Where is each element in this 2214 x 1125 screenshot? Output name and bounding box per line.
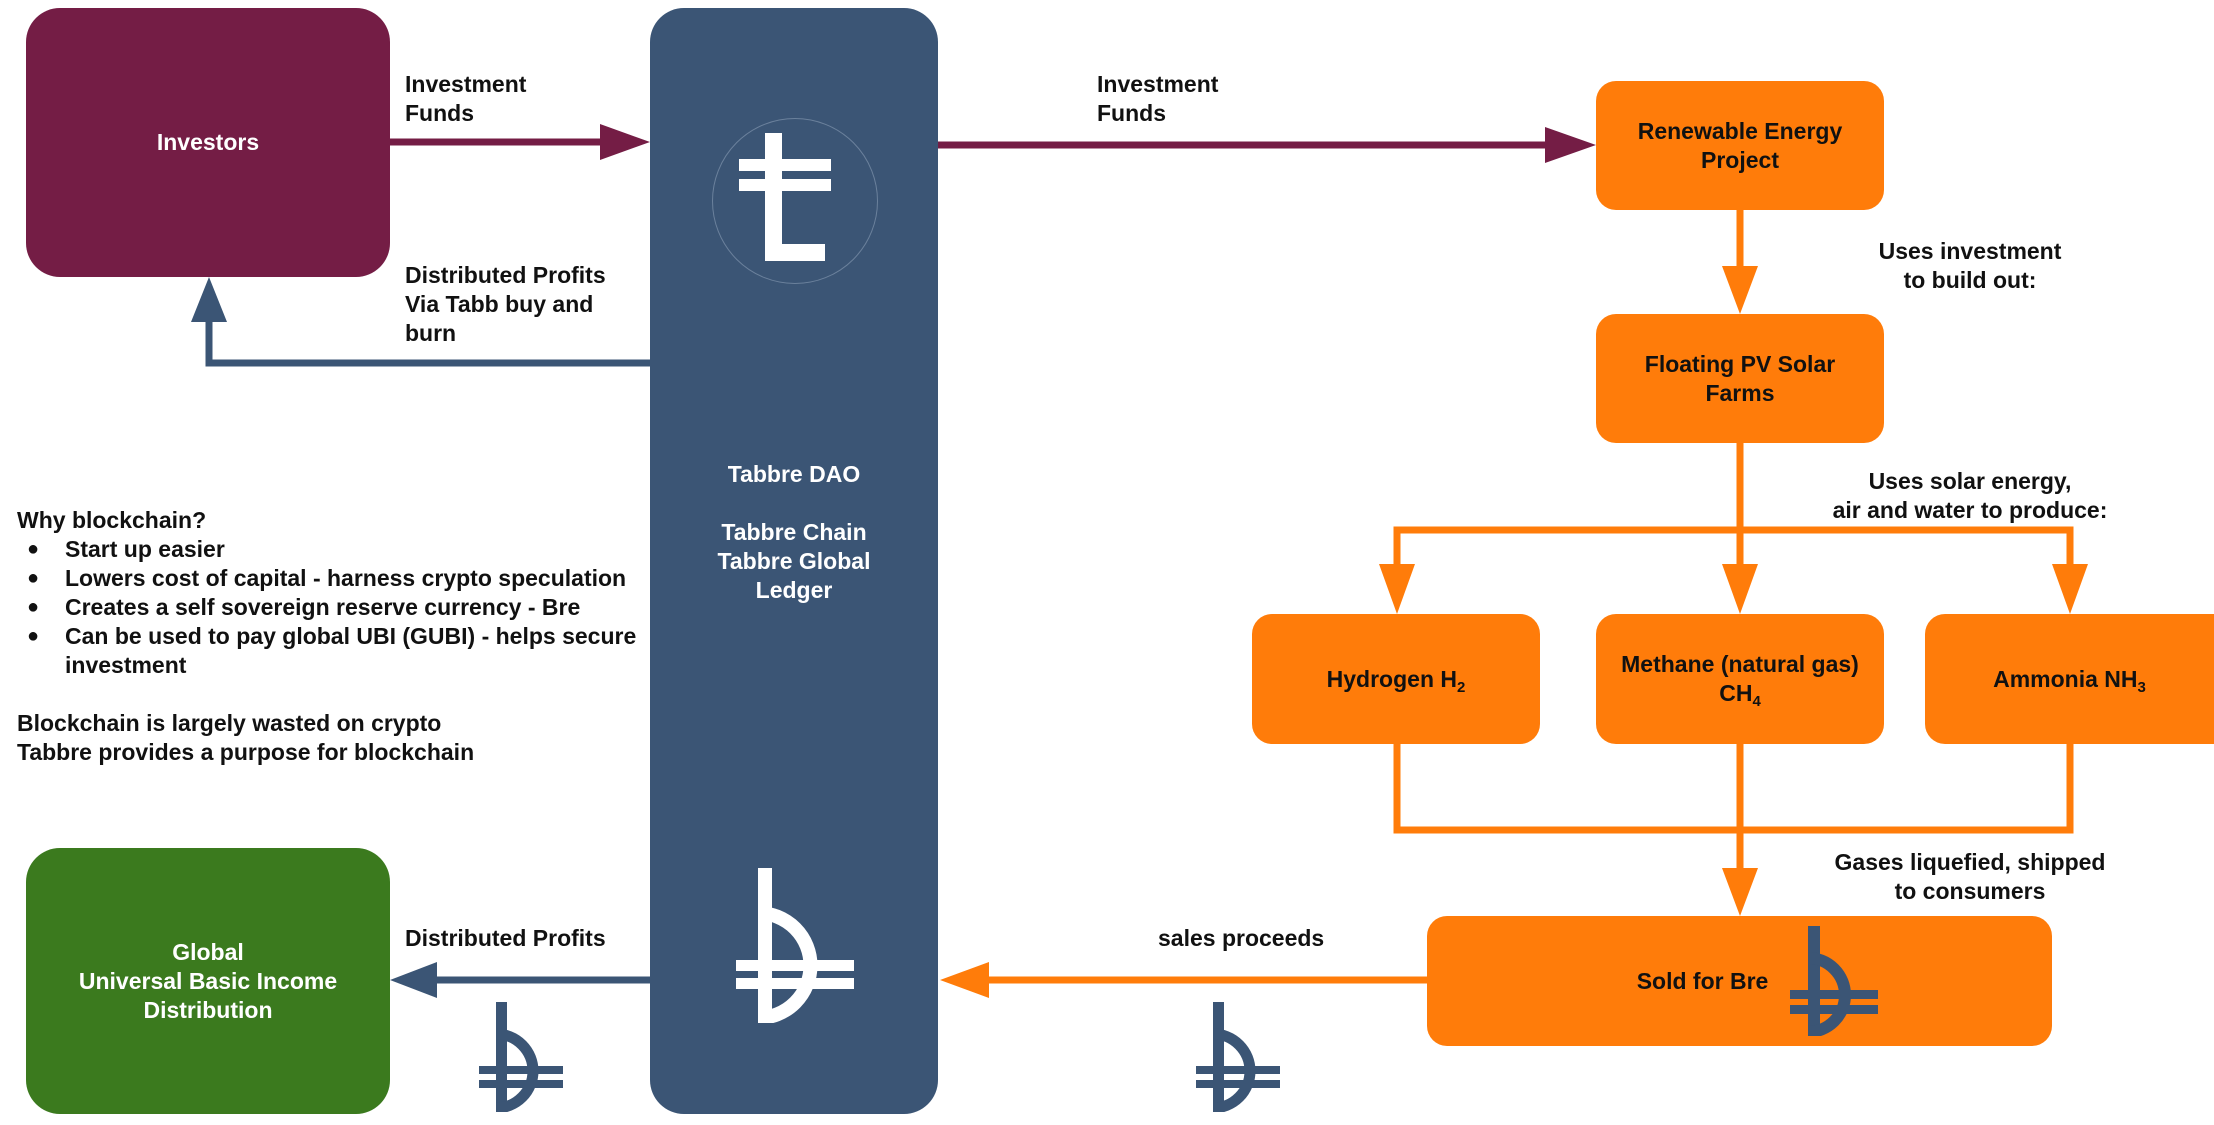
ubi-line-3: Distribution (143, 996, 273, 1023)
sold-for-bre-box: Sold for Bre (1427, 916, 2052, 1046)
investors-to-dao-arrow (390, 124, 650, 160)
label-line: Funds (1097, 100, 1166, 126)
label-line: Uses solar energy, (1868, 468, 2072, 494)
why-footer-2: Tabbre provides a purpose for blockchain (17, 739, 475, 765)
investors-box: Investors (26, 8, 390, 277)
dao-text: Tabbre DAO Tabbre Chain Tabbre Global Le… (650, 460, 938, 605)
tabb-t-logo (712, 118, 878, 284)
label-line: Gases liquefied, shipped (1834, 849, 2106, 875)
dao-to-project-arrow (938, 127, 1596, 163)
hydrogen-box: Hydrogen H2 (1252, 614, 1540, 744)
dao-title: Tabbre DAO (727, 461, 861, 487)
project-line-1: Renewable Energy (1637, 117, 1843, 144)
label-line: Uses investment (1878, 238, 2062, 264)
ubi-line-2: Universal Basic Income (78, 967, 338, 994)
methane-line-1: Methane (natural gas) (1621, 651, 1859, 677)
why-heading: Why blockchain? (17, 507, 207, 533)
dao-to-ubi-arrow (390, 962, 650, 998)
ubi-line-1: Global (172, 938, 244, 965)
uses-investment-label: Uses investment to build out: (1830, 237, 2110, 295)
solar-to-gases-arrows (1379, 443, 2088, 614)
label-line: Investment (1097, 71, 1219, 97)
investors-label: Investors (156, 129, 260, 155)
sold-coin-icon (1790, 926, 1879, 1036)
list-item: Start up easier (17, 535, 637, 564)
investment-funds-label-right: Investment Funds (1097, 70, 1218, 128)
dao-to-investors-profit-arrow (191, 277, 650, 367)
label-line: Via Tabb buy and (405, 291, 594, 317)
ammonia-subscript: 3 (2137, 678, 2146, 696)
dao-chain: Tabbre Chain (721, 519, 867, 545)
solar-line-2: Farms (1705, 379, 1775, 406)
gases-liquefied-label: Gases liquefied, shipped to consumers (1810, 848, 2130, 906)
hydrogen-label: Hydrogen H2 (1326, 665, 1466, 696)
tabb-t-logo-icon (739, 133, 831, 261)
project-to-solar-arrow (1722, 210, 1758, 314)
investment-funds-label-left: Investment Funds (405, 70, 526, 128)
list-item: Lowers cost of capital - harness crypto … (17, 564, 637, 593)
label-line: burn (405, 320, 457, 346)
label-line: Distributed Profits (405, 262, 606, 288)
dao-ledger-2: Ledger (755, 577, 833, 603)
label-line: Investment (405, 71, 527, 97)
ubi-distribution-box: Global Universal Basic Income Distributi… (26, 848, 390, 1114)
uses-solar-label: Uses solar energy, air and water to prod… (1810, 467, 2130, 525)
label-line: air and water to produce: (1832, 497, 2108, 523)
list-item: Creates a self sovereign reserve currenc… (17, 593, 637, 622)
label-line: to consumers (1894, 878, 2046, 904)
why-footer-1: Blockchain is largely wasted on crypto (17, 710, 442, 736)
gases-to-sold-arrows (1393, 744, 2074, 916)
renewable-energy-project-box: Renewable Energy Project (1596, 81, 1884, 210)
sales-proceeds-arrow (940, 962, 1427, 998)
sold-label: Sold for Bre (1636, 967, 1769, 994)
dao-ledger-1: Tabbre Global (717, 548, 871, 574)
hydrogen-subscript: 2 (1457, 678, 1466, 696)
project-line-2: Project (1701, 146, 1779, 173)
hydrogen-name: Hydrogen H (1326, 665, 1457, 692)
why-blockchain-section: Why blockchain? Start up easier Lowers c… (17, 506, 637, 767)
floating-pv-solar-box: Floating PV Solar Farms (1596, 314, 1884, 443)
distributed-profits-label: Distributed Profits Via Tabb buy and bur… (405, 261, 606, 348)
bre-currency-icon (736, 868, 854, 1023)
ammonia-name: Ammonia NH (1993, 665, 2138, 692)
ubi-coin-icon (479, 1002, 563, 1112)
sales-coin-icon (1196, 1002, 1280, 1112)
distributed-profits-ubi-label: Distributed Profits (405, 925, 606, 951)
methane-subscript: 4 (1752, 693, 1761, 710)
methane-box: Methane (natural gas) CH4 (1596, 614, 1884, 744)
ammonia-box: Ammonia NH3 (1925, 614, 2214, 744)
why-bullets: Start up easier Lowers cost of capital -… (17, 535, 637, 680)
methane-formula: CH4 (1719, 679, 1761, 710)
ammonia-label: Ammonia NH3 (1993, 665, 2146, 696)
label-line: Funds (405, 100, 474, 126)
methane-formula-base: CH (1719, 680, 1753, 706)
list-item: Can be used to pay global UBI (GUBI) - h… (17, 622, 637, 680)
solar-line-1: Floating PV Solar (1644, 350, 1836, 377)
sales-proceeds-label: sales proceeds (1158, 925, 1325, 951)
label-line: to build out: (1903, 267, 2037, 293)
